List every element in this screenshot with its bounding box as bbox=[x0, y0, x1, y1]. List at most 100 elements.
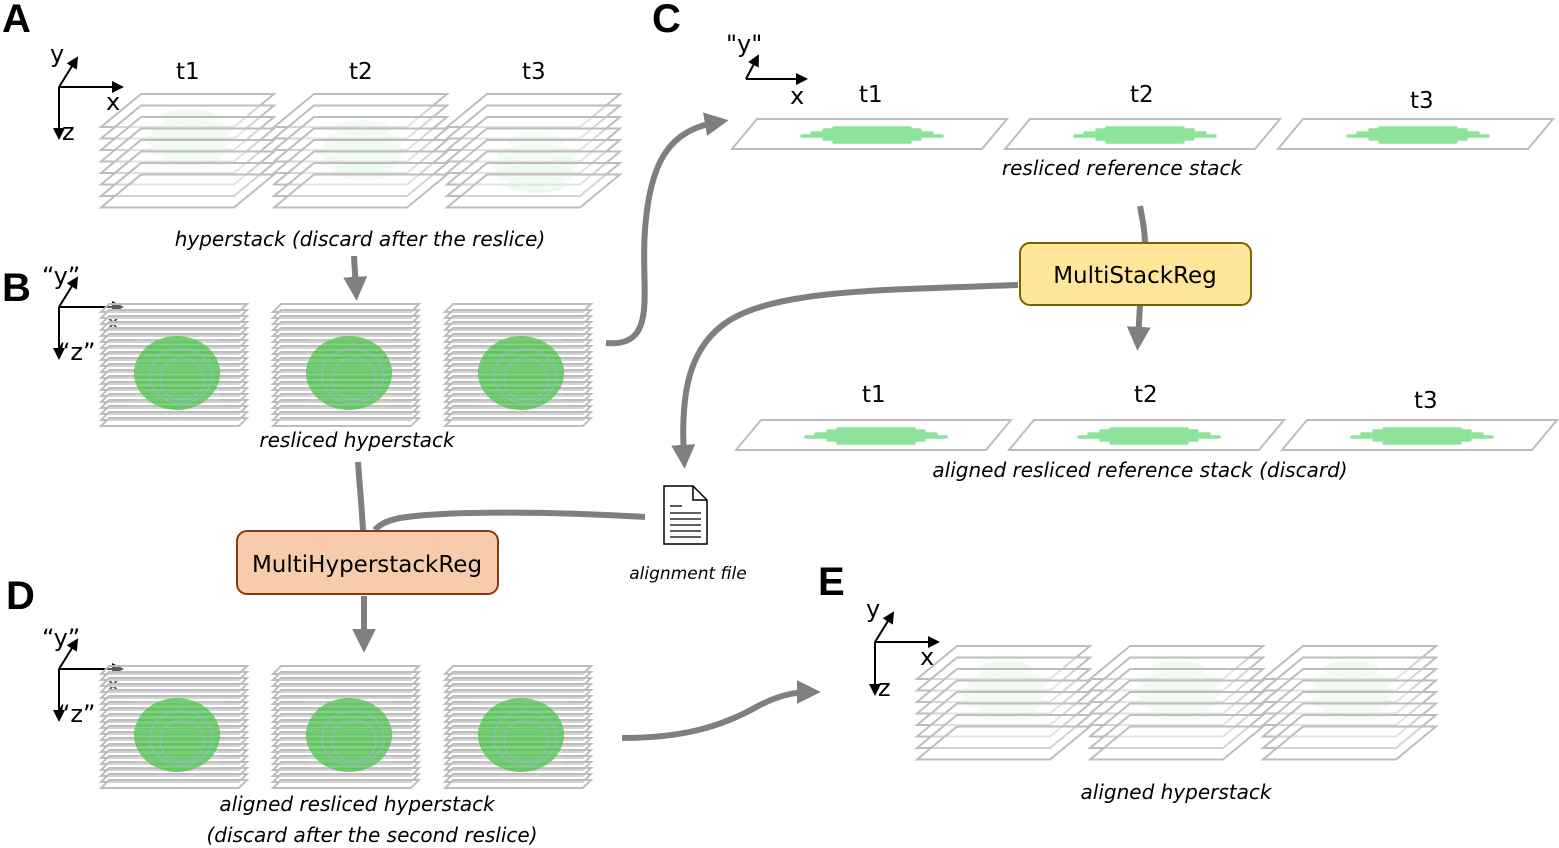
z-slice bbox=[271, 173, 450, 209]
timepoint-slice bbox=[733, 419, 1014, 451]
blob-layer bbox=[1323, 703, 1383, 721]
y-slice bbox=[98, 779, 250, 789]
z-slice bbox=[444, 139, 623, 174]
caption-resliced-reference-stack: resliced reference stack bbox=[1002, 156, 1244, 180]
timepoint-label: t3 bbox=[522, 59, 546, 85]
z-slice bbox=[271, 127, 450, 163]
multistackreg-label: MultiStackReg bbox=[1053, 263, 1217, 289]
z-slice bbox=[1087, 645, 1266, 680]
z-slice bbox=[1087, 714, 1266, 749]
timepoint-stack bbox=[98, 303, 250, 427]
z-slice bbox=[1260, 725, 1439, 761]
axis-label-y: “y” bbox=[42, 262, 80, 290]
caption-resliced-hyperstack: resliced hyperstack bbox=[259, 428, 456, 452]
z-slice bbox=[914, 702, 1093, 738]
blob-ring bbox=[503, 357, 549, 401]
z-slice bbox=[1260, 702, 1439, 738]
panel-letter-c: C bbox=[652, 0, 681, 41]
blob-ring bbox=[159, 719, 205, 763]
axes-a: y x z bbox=[50, 40, 124, 146]
timepoint-stack bbox=[1087, 645, 1266, 761]
timepoint-stack bbox=[270, 665, 422, 789]
z-slice bbox=[914, 645, 1093, 680]
axis-label-y: y bbox=[866, 595, 880, 623]
arrow-b-to-c bbox=[605, 112, 729, 347]
z-slice bbox=[444, 116, 623, 151]
caption-aligned-resliced-hyperstack-note: (discard after the second reslice) bbox=[206, 823, 537, 847]
timepoint-stack bbox=[442, 665, 594, 789]
timepoint-slice bbox=[1006, 419, 1287, 451]
timepoint-stack bbox=[270, 303, 422, 427]
blob-layer bbox=[977, 703, 1037, 721]
alignment-file[interactable]: alignment file bbox=[629, 485, 747, 584]
z-slice bbox=[444, 173, 623, 209]
timepoint-slice bbox=[1279, 419, 1559, 451]
z-slice bbox=[1260, 714, 1439, 749]
blob-ring bbox=[149, 348, 213, 404]
aligned-hyperstack-e bbox=[914, 645, 1439, 761]
aligned-resliced-reference-stack bbox=[733, 419, 1559, 451]
blob-ring bbox=[331, 719, 377, 763]
arrow-multistackreg-to-aligned bbox=[1126, 304, 1151, 351]
z-slice bbox=[271, 139, 450, 174]
timepoint-slice bbox=[729, 118, 1010, 150]
z-slice bbox=[98, 139, 277, 174]
z-slice bbox=[98, 173, 277, 209]
axes-d: “y” x “z” bbox=[42, 624, 124, 728]
axis-label-z: z bbox=[62, 118, 75, 146]
timepoint-label: t3 bbox=[1414, 388, 1438, 414]
z-slice bbox=[914, 668, 1093, 703]
z-slice bbox=[98, 93, 277, 128]
hyperstack-a bbox=[98, 93, 623, 209]
timepoint-stack bbox=[98, 665, 250, 789]
caption-aligned-hyperstack: aligned hyperstack bbox=[1081, 780, 1273, 804]
timepoint-label: t1 bbox=[862, 382, 886, 408]
cell-blob bbox=[319, 120, 405, 180]
axis-label-y: y bbox=[50, 40, 64, 68]
timepoint-stack bbox=[98, 93, 277, 209]
arrow-b-to-multihyperstackreg bbox=[355, 461, 366, 531]
axis-label-z: “z” bbox=[58, 338, 95, 366]
blob-ring bbox=[493, 348, 557, 404]
caption-aligned-resliced-reference-stack: aligned resliced reference stack (discar… bbox=[932, 458, 1347, 482]
multihyperstackreg-label: MultiHyperstackReg bbox=[252, 552, 482, 578]
panel-letter-e: E bbox=[818, 560, 845, 604]
y-slice bbox=[442, 779, 594, 789]
alignment-file-label: alignment file bbox=[629, 564, 746, 584]
z-slice bbox=[1087, 656, 1266, 692]
z-slice bbox=[271, 162, 450, 197]
arrow-file-to-multihyperstackreg bbox=[372, 509, 646, 532]
blob-ring bbox=[321, 348, 385, 404]
axis-label-y: "y" bbox=[726, 30, 762, 58]
blob-ring bbox=[149, 710, 213, 766]
blob-ring bbox=[159, 357, 205, 401]
z-slice bbox=[98, 150, 277, 186]
z-slice bbox=[914, 725, 1093, 761]
axis-label-x: x bbox=[790, 82, 804, 110]
z-slice bbox=[1260, 668, 1439, 703]
axis-label-z: “z” bbox=[58, 700, 95, 728]
z-slice bbox=[271, 93, 450, 128]
z-slice bbox=[1087, 679, 1266, 715]
z-slice bbox=[1087, 725, 1266, 761]
blob-layer bbox=[161, 151, 221, 169]
timepoint-slice bbox=[1002, 118, 1283, 150]
aligned-resliced-hyperstack-d bbox=[98, 665, 594, 789]
arrow-multistackreg-to-file bbox=[671, 282, 1019, 469]
timepoint-label: t2 bbox=[349, 59, 373, 85]
axis-label-x: x bbox=[106, 88, 120, 116]
multihyperstackreg-box[interactable]: MultiHyperstackReg bbox=[236, 530, 499, 595]
z-slice bbox=[1087, 668, 1266, 703]
z-slice bbox=[914, 714, 1093, 749]
z-slice bbox=[914, 656, 1093, 692]
resliced-reference-stack bbox=[729, 118, 1556, 150]
z-slice bbox=[98, 162, 277, 197]
z-slice bbox=[1087, 691, 1266, 726]
panel-letter-b: B bbox=[2, 266, 31, 310]
multistackreg-box[interactable]: MultiStackReg bbox=[1019, 242, 1252, 306]
z-slice bbox=[271, 104, 450, 140]
axes-e: y x z bbox=[866, 595, 940, 702]
y-slice bbox=[98, 417, 250, 427]
axis-label-x: x bbox=[920, 643, 934, 671]
